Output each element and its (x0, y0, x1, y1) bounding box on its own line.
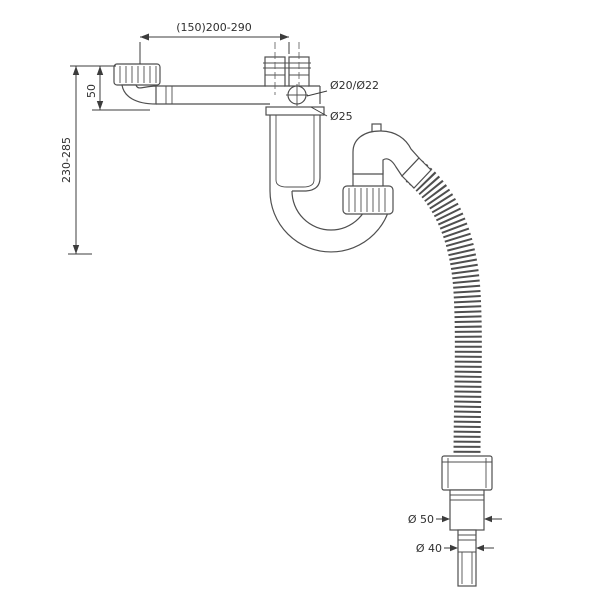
inlet-pipe (156, 85, 321, 105)
pipe-junction-circle (286, 84, 308, 106)
dim-height-230-285: 230-285 (60, 66, 92, 255)
outlet-pipe-40 (457, 529, 477, 587)
trap-cup (265, 106, 325, 192)
outlet-elbow (352, 123, 420, 186)
outlet-pipe-50 (449, 489, 485, 531)
pipe-diameter-text: Ø25 (330, 110, 353, 123)
label-pipe-diameter: Ø25 (310, 106, 353, 123)
dim-height-label: 230-285 (60, 137, 73, 183)
hose-end-sleeve (441, 455, 493, 491)
wall-nut (113, 63, 161, 86)
hose-collar (401, 157, 432, 189)
outlet-50-text: Ø 50 (408, 513, 434, 526)
outlet-40-text: Ø 40 (416, 542, 442, 555)
dim-outlet-50: Ø 50 (408, 513, 502, 526)
flexible-hose (405, 160, 482, 458)
overflow-connector-left (263, 56, 287, 87)
inlet-elbow (121, 84, 157, 105)
dim-top-width: (150)200-290 (139, 21, 290, 64)
union-nut (342, 185, 394, 215)
overflow-connector-right (287, 56, 311, 87)
inlet-diameter-text: Ø20/Ø22 (330, 79, 379, 92)
dim-offset-50: 50 (70, 65, 150, 111)
dim-top-width-label: (150)200-290 (176, 21, 252, 34)
dim-offset-50-label: 50 (85, 84, 98, 98)
dim-outlet-40: Ø 40 (416, 542, 494, 555)
label-inlet-diameter: Ø20/Ø22 (306, 79, 379, 97)
